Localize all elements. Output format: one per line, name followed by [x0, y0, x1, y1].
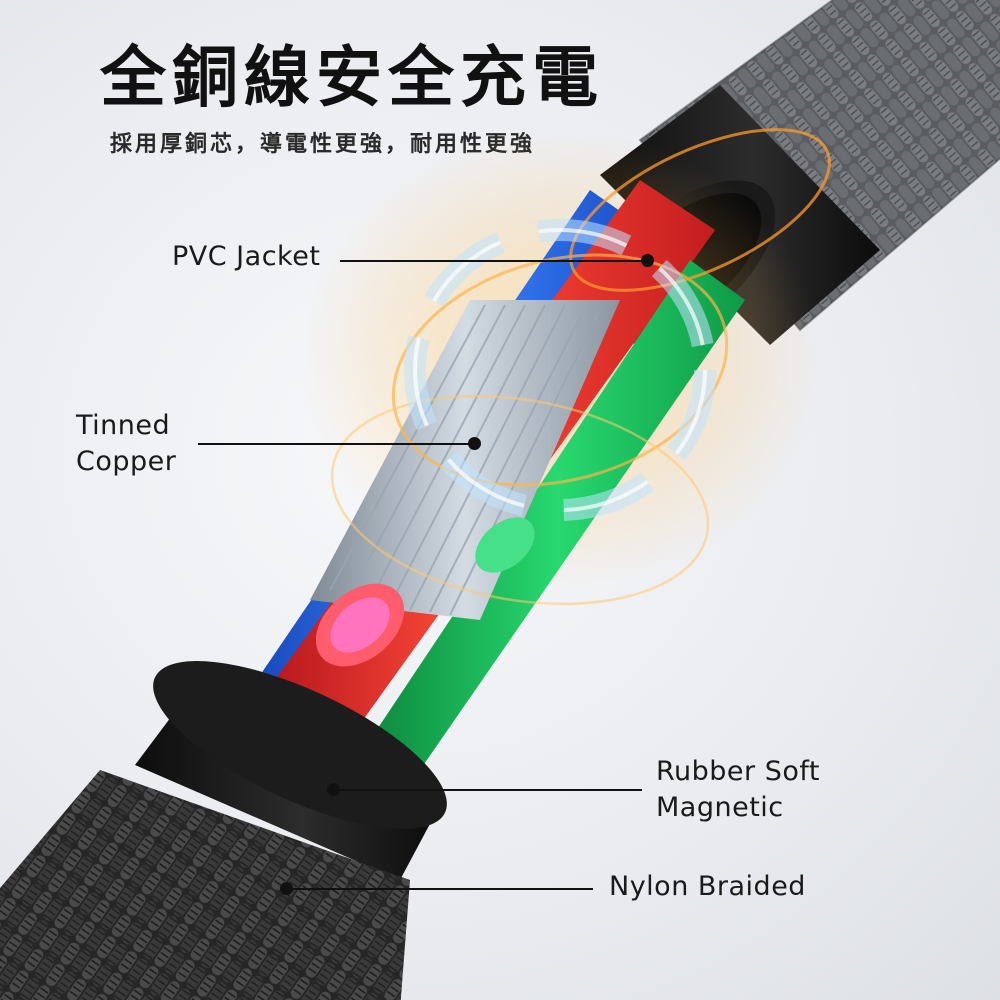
- callout-pvc-jacket-dot: [641, 254, 654, 267]
- callout-tinned-copper-text-1: Tinned: [76, 410, 171, 441]
- callout-tinned-copper-label: Tinned Copper: [76, 408, 176, 480]
- callout-tinned-copper-text-2: Copper: [76, 446, 177, 477]
- headline-title: 全銅線安全充電: [100, 39, 604, 116]
- callout-nylon-braided-label: Nylon Braided: [609, 869, 806, 905]
- energy-rings: [330, 128, 831, 606]
- callout-pvc-jacket-leader: [340, 260, 645, 262]
- inner-wires: [250, 180, 745, 770]
- callout-pvc-jacket-text: PVC Jacket: [172, 241, 321, 272]
- callout-nylon-braided-leader: [290, 888, 593, 890]
- callout-rubber-soft-magnetic-text-1: Rubber Soft: [656, 756, 821, 787]
- lower-braided-cable: [0, 770, 410, 1000]
- lower-sleeve: [135, 660, 447, 880]
- callout-rubber-soft-magnetic-dot: [327, 783, 340, 796]
- callout-nylon-braided-text: Nylon Braided: [609, 871, 806, 902]
- callout-rubber-soft-magnetic-text-2: Magnetic: [656, 792, 784, 823]
- callout-pvc-jacket-label: PVC Jacket: [172, 239, 320, 275]
- callout-rubber-soft-magnetic-label: Rubber Soft Magnetic: [656, 754, 820, 826]
- callout-rubber-soft-magnetic-leader: [338, 789, 642, 791]
- callout-tinned-copper-leader: [198, 443, 472, 445]
- callout-nylon-braided-dot: [280, 882, 293, 895]
- callout-tinned-copper-dot: [468, 437, 481, 450]
